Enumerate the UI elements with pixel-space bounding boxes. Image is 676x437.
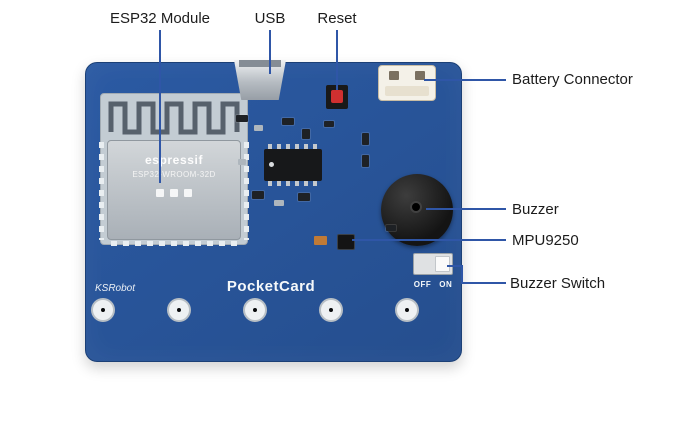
battery-connector-slot: [389, 71, 399, 80]
ic-chip-pin1-dot: [269, 162, 274, 167]
buzzer-switch-knob: [435, 256, 450, 272]
label-esp32-module: ESP32 Module: [109, 10, 211, 27]
buzzer-switch: [413, 253, 453, 275]
buzzer-hole: [410, 201, 422, 213]
label-reset: Reset: [317, 10, 357, 27]
battery-connector: [378, 65, 436, 101]
reset-button-cap: [331, 90, 343, 103]
switch-off-label: OFF: [413, 280, 432, 289]
esp32-module: espressif ESP32-WROOM-32D: [99, 93, 249, 246]
pcb-board: espressif ESP32-WROOM-32D: [85, 60, 462, 362]
smd-component: [274, 200, 284, 206]
smd-component: [314, 236, 327, 245]
buzzer: [381, 174, 453, 246]
board-name-silk: PocketCard: [226, 278, 316, 295]
mounting-hole: [93, 300, 113, 320]
mounting-hole: [169, 300, 189, 320]
module-pads: [99, 142, 104, 240]
smd-component: [362, 155, 369, 167]
switch-silk-text: OFF ON: [408, 280, 458, 289]
smd-component: [252, 191, 264, 199]
mounting-hole: [397, 300, 417, 320]
smd-component: [238, 159, 246, 165]
label-mpu9250: MPU9250: [512, 232, 579, 249]
smd-component: [236, 115, 248, 122]
smd-component: [282, 118, 294, 125]
esp32-brand-text: espressif: [144, 153, 204, 167]
ic-chip: [264, 144, 322, 186]
smd-component: [302, 129, 310, 139]
label-battery-connector: Battery Connector: [512, 71, 633, 88]
mpu9250-chip: [338, 235, 354, 249]
battery-connector-bay: [385, 86, 429, 96]
smd-component: [254, 125, 263, 131]
reset-button: [326, 85, 348, 109]
label-buzzer-switch: Buzzer Switch: [510, 275, 606, 292]
usb-connector-lip: [239, 60, 281, 67]
module-pads: [244, 142, 249, 240]
smd-component: [298, 193, 310, 201]
battery-connector-slot: [415, 71, 425, 80]
smd-component: [324, 121, 334, 127]
smd-component: [362, 133, 369, 145]
board-brand-silk: KSRobot: [95, 283, 136, 294]
esp32-regulatory-marks: [108, 189, 240, 197]
module-pads: [111, 241, 237, 246]
esp32-antenna: [101, 94, 249, 138]
label-usb: USB: [254, 10, 286, 27]
label-buzzer: Buzzer: [512, 201, 559, 218]
switch-on-label: ON: [439, 280, 453, 289]
esp32-model-text: ESP32-WROOM-32D: [132, 170, 216, 179]
esp32-shield: espressif ESP32-WROOM-32D: [107, 140, 241, 240]
mounting-hole: [321, 300, 341, 320]
usb-connector: [234, 60, 286, 100]
mounting-hole: [245, 300, 265, 320]
smd-component: [386, 225, 396, 231]
